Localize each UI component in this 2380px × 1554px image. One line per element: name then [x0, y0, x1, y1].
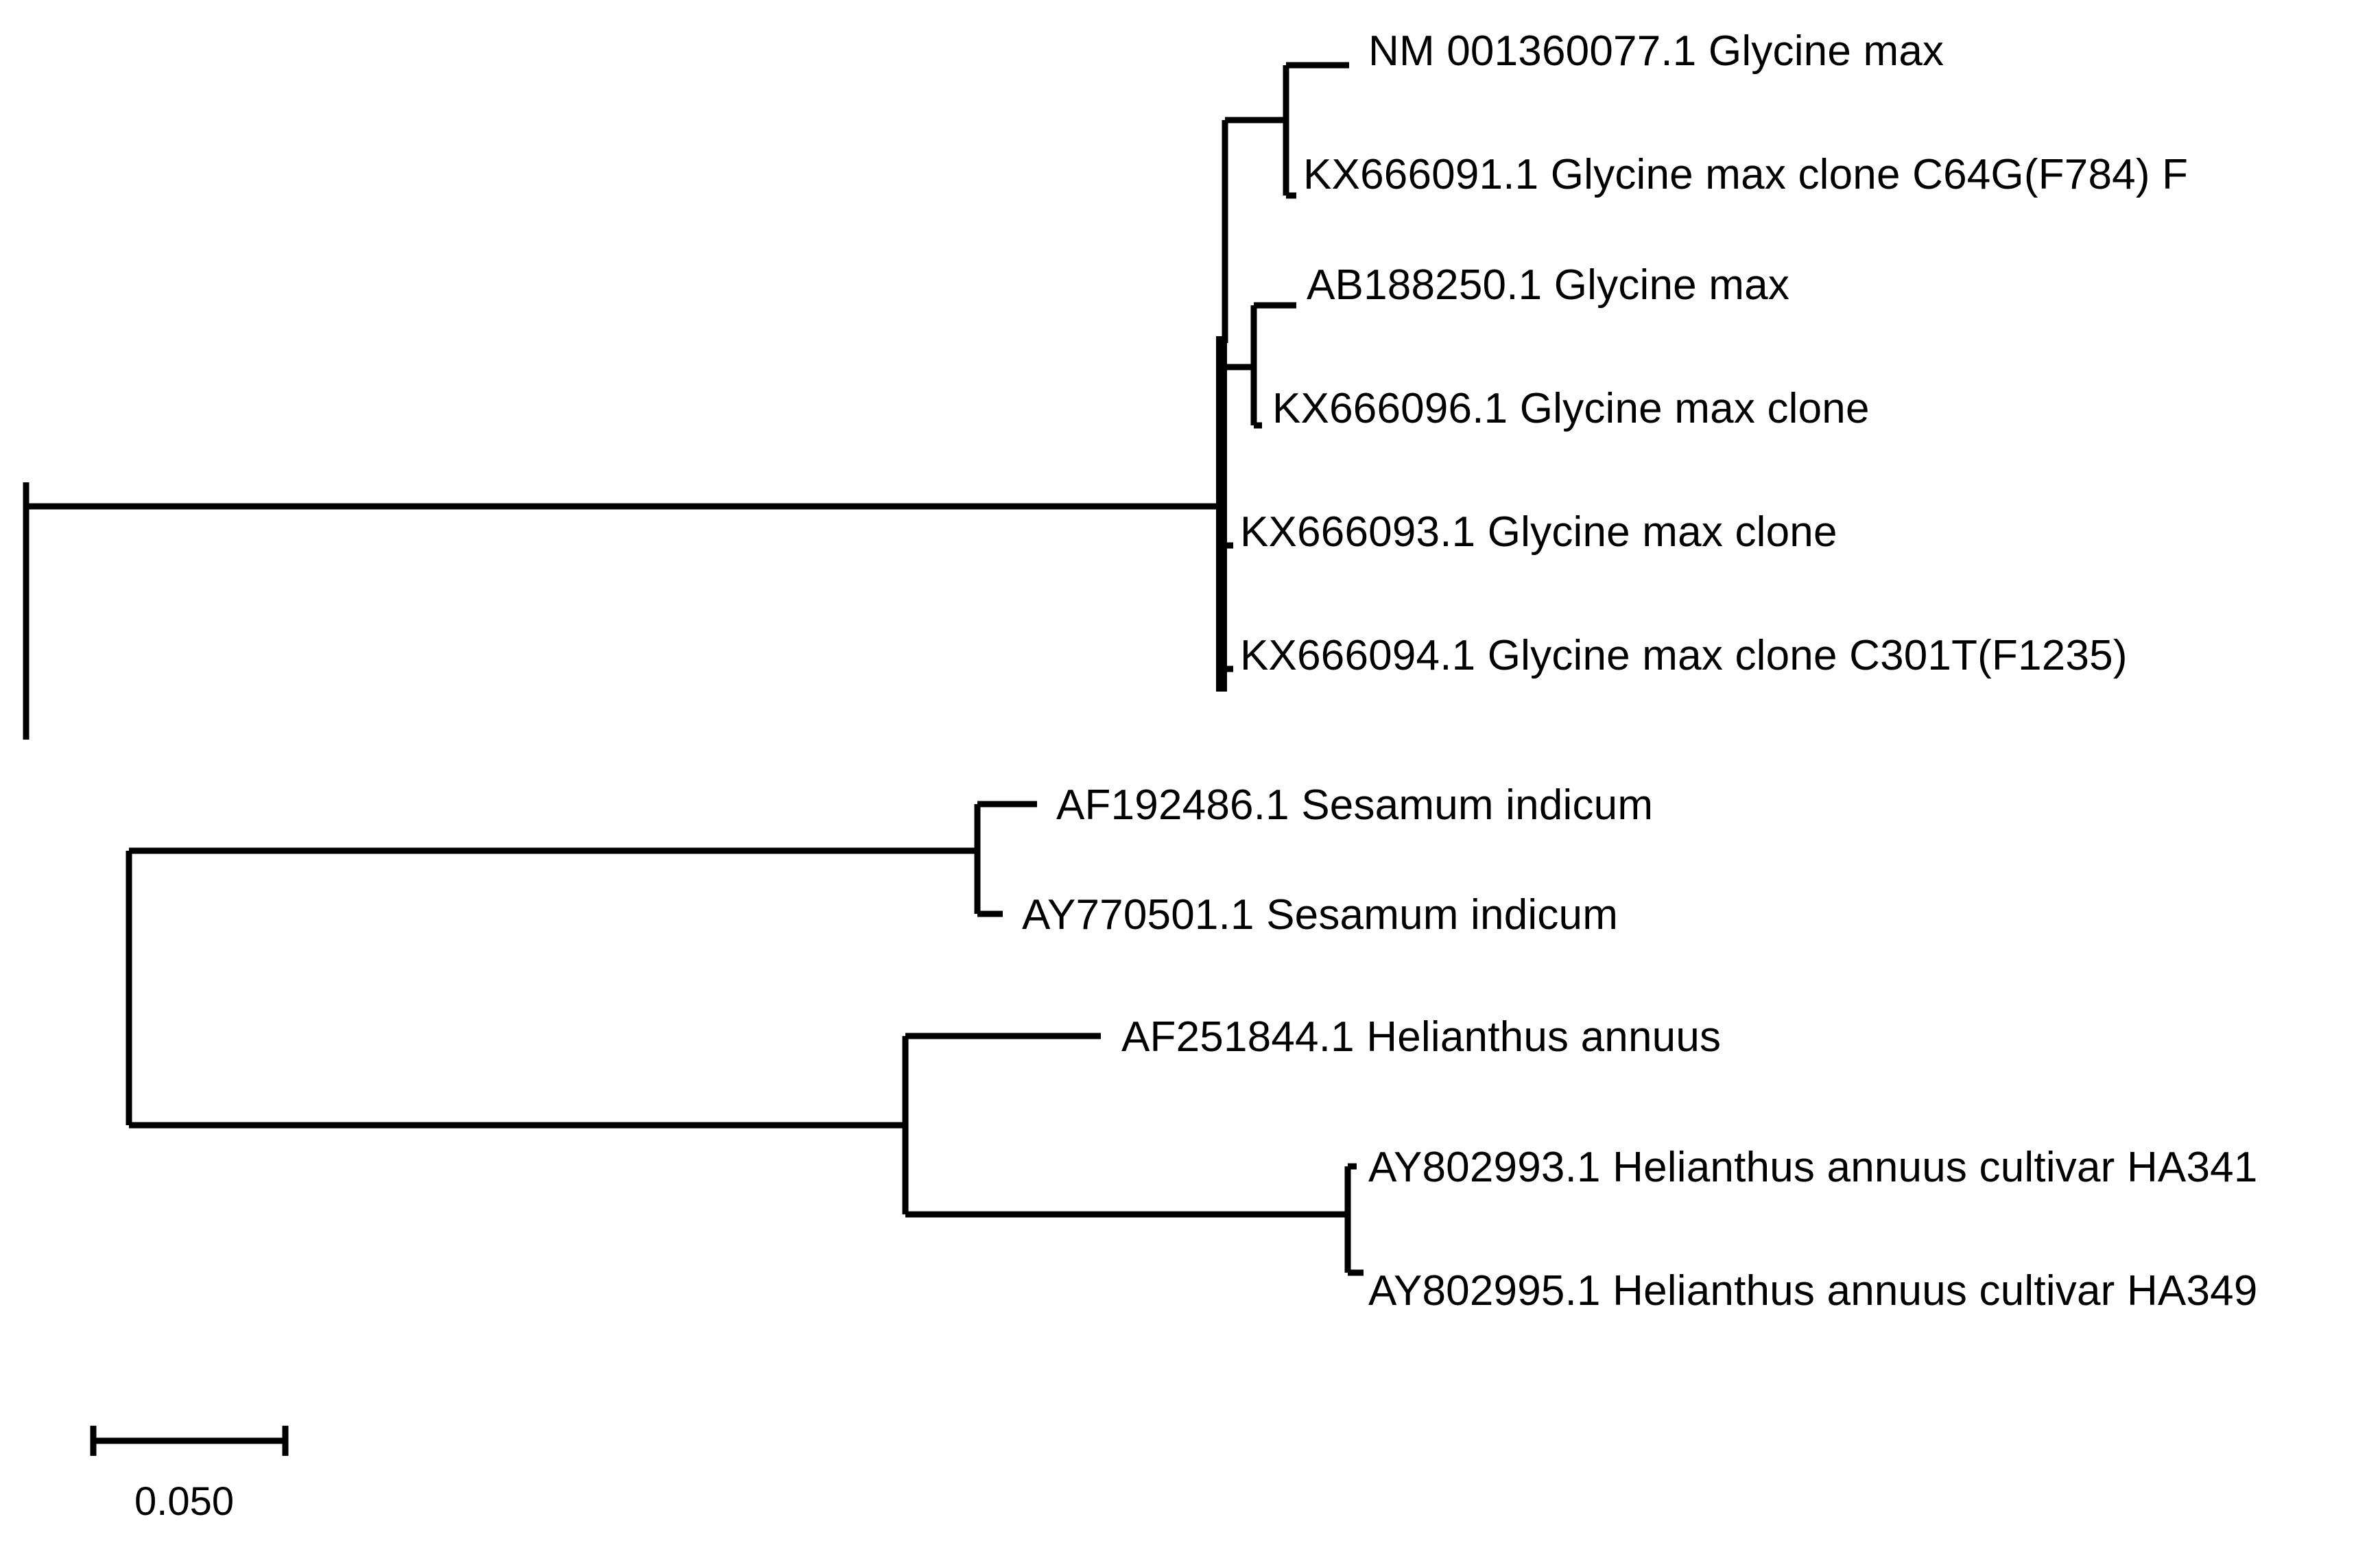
- tip-label-kx666096: KX666096.1 Glycine max clone: [1272, 385, 1870, 432]
- tip-label-kx666094: KX666094.1 Glycine max clone C301T(F1235…: [1240, 632, 2128, 679]
- tip-label-nm-001360077: NM 001360077.1 Glycine max: [1368, 27, 1944, 75]
- tip-label-ab188250: AB188250.1 Glycine max: [1307, 261, 1790, 309]
- tip-label-kx666093: KX666093.1 Glycine max clone: [1240, 508, 1837, 556]
- tip-label-ay802993: AY802993.1 Helianthus annuus cultivar HA…: [1368, 1144, 2258, 1191]
- tip-label-af251844: AF251844.1 Helianthus annuus: [1121, 1013, 1722, 1061]
- tip-label-ay802995: AY802995.1 Helianthus annuus cultivar HA…: [1368, 1267, 2258, 1315]
- tip-label-ay770501: AY770501.1 Sesamum indicum: [1022, 891, 1619, 939]
- tip-label-af192486: AF192486.1 Sesamum indicum: [1056, 781, 1654, 829]
- tip-label-kx666091: KX666091.1 Glycine max clone C64G(F784) …: [1303, 151, 2189, 198]
- scale-bar-label: 0.050: [134, 1479, 235, 1524]
